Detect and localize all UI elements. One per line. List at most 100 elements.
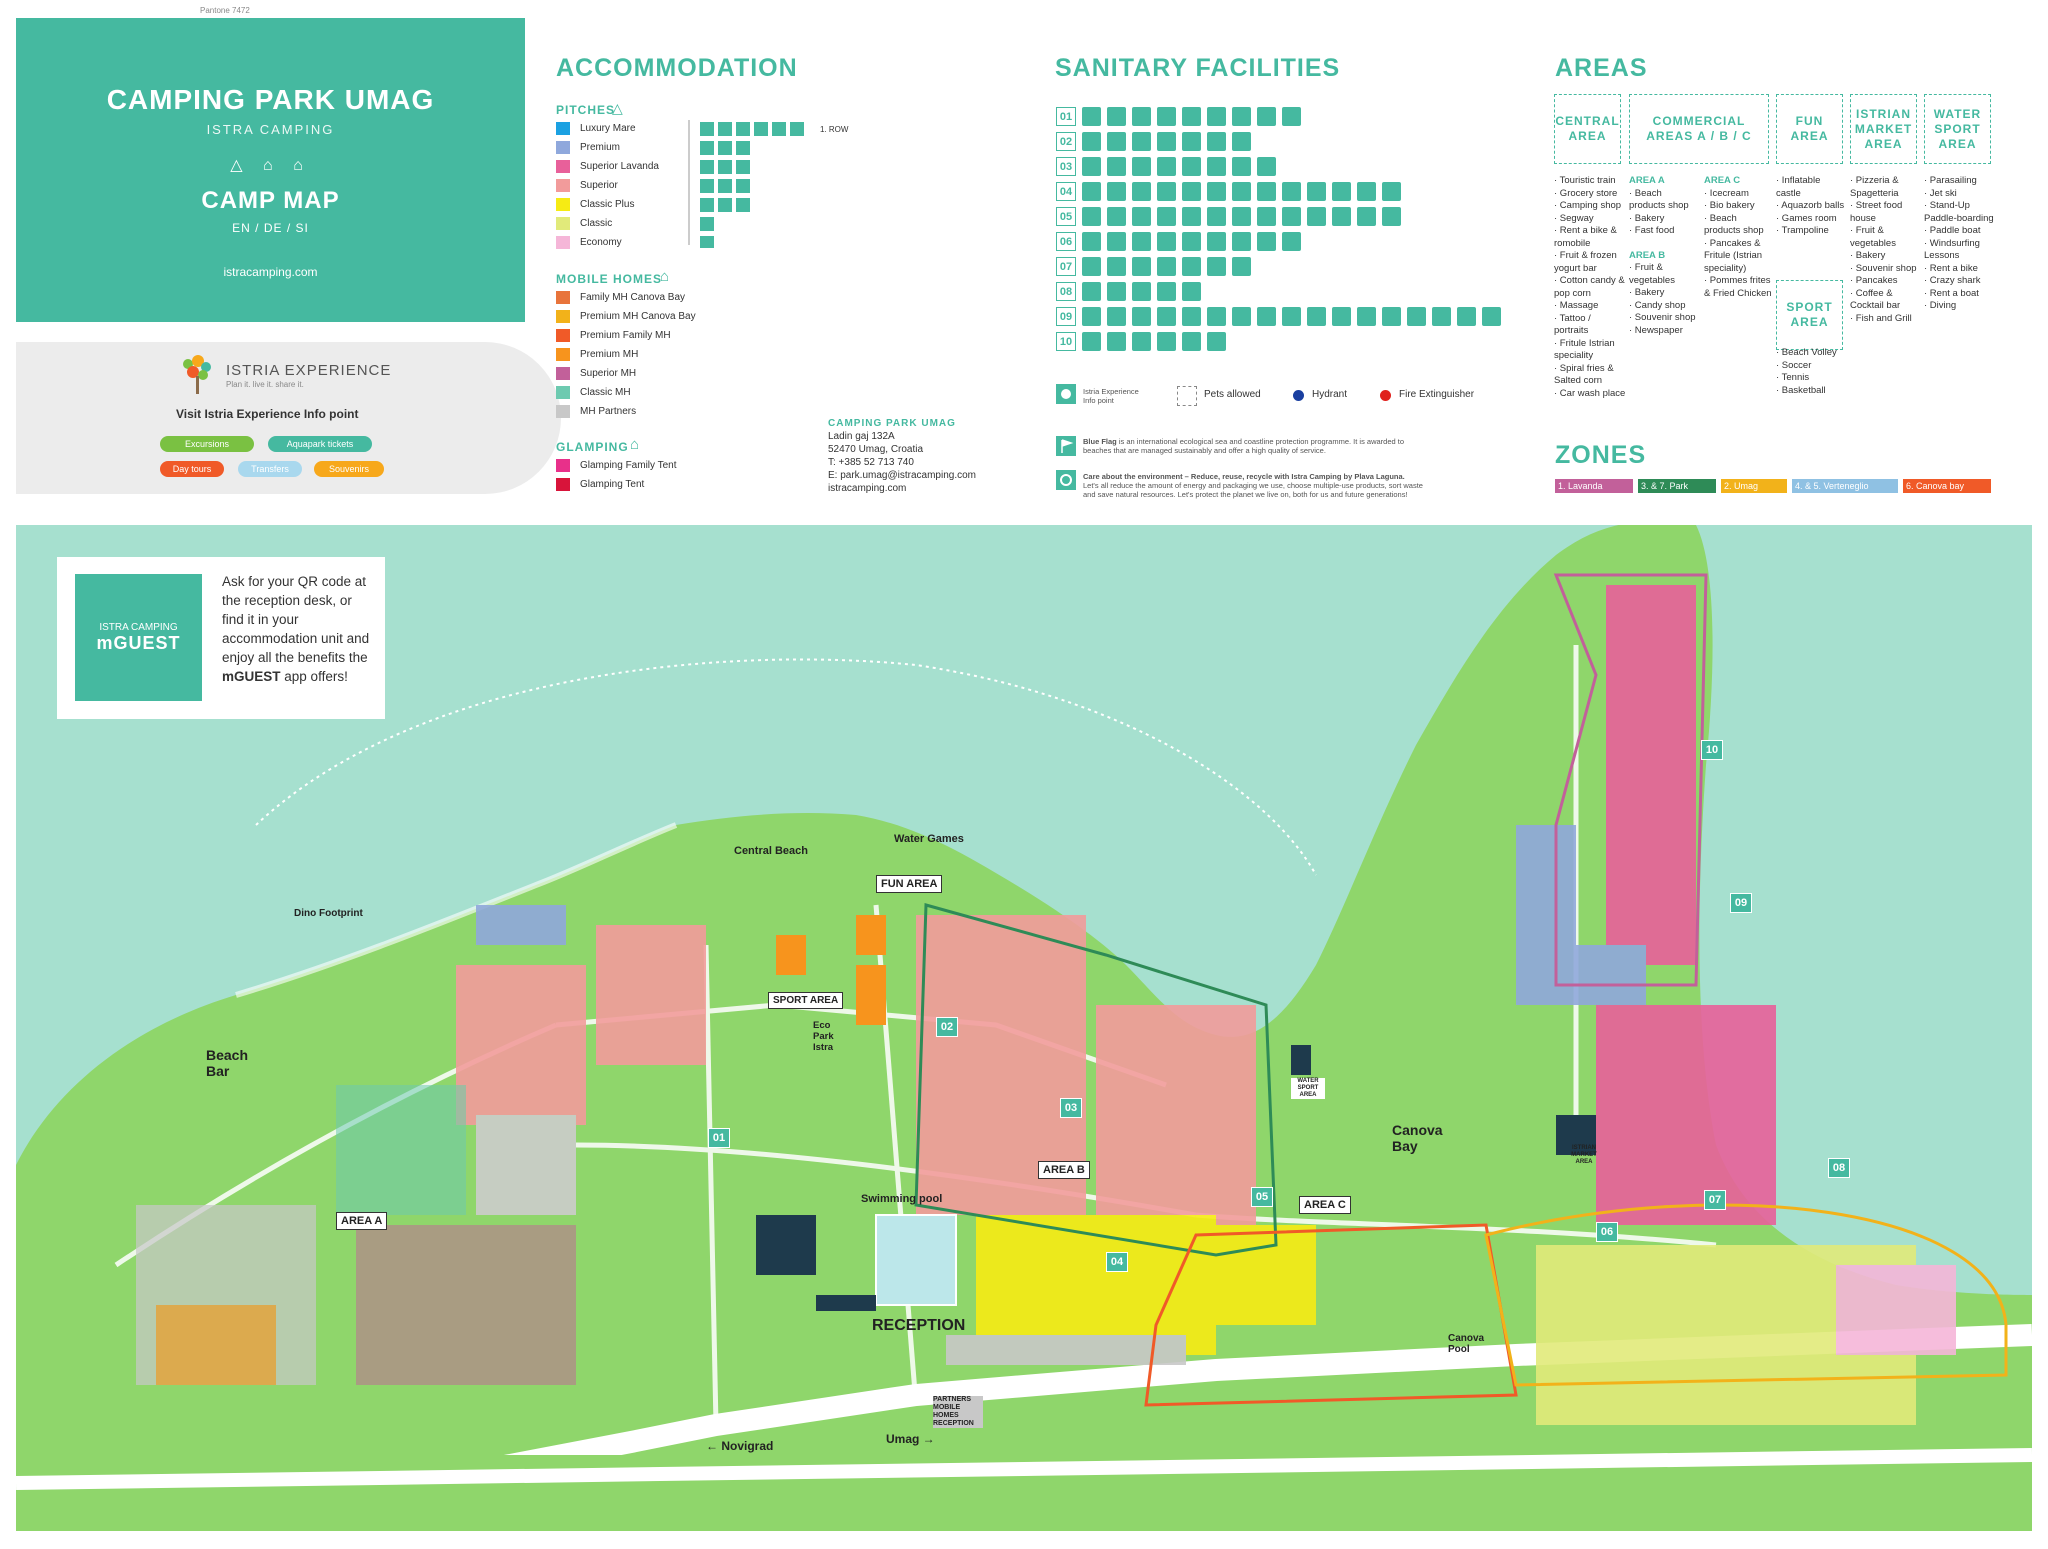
zone-umag: 2. Umag <box>1721 479 1787 493</box>
facility-icon <box>1357 181 1376 201</box>
sanitary-number[interactable]: 01 <box>1056 106 1076 126</box>
facility-icon <box>1182 281 1201 301</box>
fun-area-map-label[interactable]: FUN AREA <box>876 875 943 893</box>
area-list-item: · Pizzeria & Spagetteria <box>1850 175 1899 199</box>
beach-bar-label: Beach Bar <box>206 1047 249 1079</box>
facility-icon <box>1157 131 1176 151</box>
sanitary-badge-10[interactable]: 10 <box>1701 740 1723 760</box>
area-list-item: · Crazy shark <box>1924 275 1981 286</box>
mguest-text-end: app offers! <box>284 669 348 684</box>
facility-icon <box>1207 106 1226 126</box>
facility-icon <box>1432 306 1451 326</box>
area-list-item: · Icecream <box>1704 187 1749 199</box>
fun-area-box: FUN AREA <box>1776 94 1843 164</box>
area-list-item: · Grocery store <box>1554 187 1618 199</box>
sport-area-map-label[interactable]: SPORT AREA <box>768 992 844 1009</box>
info-point-icon <box>1056 384 1076 404</box>
swatch <box>556 329 570 342</box>
facility-icon <box>1407 306 1426 326</box>
sanitary-badge-04[interactable]: 04 <box>1106 1252 1128 1272</box>
fun-area-list: · Inflatable castle· Aquazorb balls· Gam… <box>1776 175 1846 238</box>
facility-icon <box>1107 206 1126 226</box>
sanitary-number[interactable]: 09 <box>1056 306 1076 326</box>
mguest-text-bold: mGUEST <box>222 669 281 684</box>
swimming-pool-label: Swimming pool <box>861 1193 943 1205</box>
sanitary-number[interactable]: 07 <box>1056 256 1076 276</box>
area-b-map-label[interactable]: AREA B <box>1038 1161 1090 1179</box>
sanitary-number[interactable]: 03 <box>1056 156 1076 176</box>
area-list-item: · Fruit & vegetables <box>1850 225 1896 249</box>
facility-icon <box>1157 206 1176 226</box>
recycle-icon <box>1056 470 1076 490</box>
area-a-map-label[interactable]: AREA A <box>336 1212 388 1230</box>
legend-item: Premium MH <box>556 345 696 364</box>
legend-item: MH Partners <box>556 402 696 421</box>
hydrant-legend: Hydrant <box>1312 389 1348 400</box>
legend-label: Economy <box>580 237 622 248</box>
sanitary-number[interactable]: 05 <box>1056 206 1076 226</box>
area-list-item: · Pancakes & Fritule (Istrian speciality… <box>1704 237 1763 274</box>
sanitary-badge-05[interactable]: 05 <box>1251 1187 1273 1207</box>
sanitary-number[interactable]: 02 <box>1056 131 1076 151</box>
area-list-item: · Bakery <box>1629 287 1665 298</box>
sanitary-row: 07 <box>1056 256 1251 276</box>
legend-item: Family MH Canova Bay <box>556 288 696 307</box>
hydrant-dot <box>1293 390 1304 401</box>
pitch-amenity-icons <box>700 122 804 248</box>
facility-icon <box>1457 306 1476 326</box>
sanitary-badge-01[interactable]: 01 <box>708 1128 730 1148</box>
legend-item: Superior MH <box>556 364 696 383</box>
pill-aquapark-tickets[interactable]: Aquapark tickets <box>268 436 372 452</box>
map-label: CAMP MAP <box>201 187 340 214</box>
pill-transfers[interactable]: Transfers <box>238 461 302 477</box>
sanitary-badge-03[interactable]: 03 <box>1060 1098 1082 1118</box>
umag-direction[interactable]: Umag → <box>886 1432 935 1446</box>
legend-item: Economy <box>556 233 659 252</box>
zone-verteneglio: 4. & 5. Verteneglio <box>1792 479 1898 493</box>
facility-icon <box>1332 181 1351 201</box>
area-c-map-label[interactable]: AREA C <box>1299 1196 1351 1214</box>
zone-outline-umag <box>1484 1203 2008 1387</box>
mobile-homes-legend: Family MH Canova Bay Premium MH Canova B… <box>556 288 696 421</box>
accommodation-type-icons: △ ⌂ ⌂ <box>230 157 311 174</box>
facility-icon <box>1157 331 1176 351</box>
legend-label: Luxury Mare <box>580 123 636 134</box>
sanitary-number[interactable]: 04 <box>1056 181 1076 201</box>
sanitary-number[interactable]: 10 <box>1056 331 1076 351</box>
facility-icon <box>1232 131 1251 151</box>
facility-icon <box>1082 281 1101 301</box>
sanitary-badge-07[interactable]: 07 <box>1704 1190 1726 1210</box>
language-switch[interactable]: EN / DE / SI <box>232 221 309 235</box>
row-label: 1. ROW <box>820 125 849 134</box>
facility-icon <box>1357 206 1376 226</box>
pill-souvenirs[interactable]: Souvenirs <box>314 461 384 477</box>
pill-excursions[interactable]: Excursions <box>160 436 254 452</box>
sanitary-number[interactable]: 06 <box>1056 231 1076 251</box>
pitch-blocks <box>136 585 1956 1425</box>
area-list-item: · Camping shop <box>1554 200 1622 211</box>
legend-label: Superior Lavanda <box>580 161 659 172</box>
facility-icon <box>1082 306 1101 326</box>
area-list-item: · Aquazorb balls <box>1776 200 1845 211</box>
area-list-item: · Stand-Up Paddle-boarding <box>1924 200 1994 224</box>
facility-icon <box>1232 306 1251 326</box>
website-link[interactable]: istracamping.com <box>223 265 318 279</box>
sanitary-badge-06[interactable]: 06 <box>1596 1222 1618 1242</box>
sanitary-badge-02[interactable]: 02 <box>936 1017 958 1037</box>
facility-icon <box>1232 156 1251 176</box>
contact-email[interactable]: E: park.umag@istracamping.com <box>828 470 976 481</box>
sanitary-number[interactable]: 08 <box>1056 281 1076 301</box>
contact-phone[interactable]: T: +385 52 713 740 <box>828 457 914 468</box>
novigrad-direction[interactable]: ← Novigrad <box>706 1439 774 1453</box>
facility-icon <box>1307 306 1326 326</box>
sanitary-badge-08[interactable]: 08 <box>1828 1158 1850 1178</box>
area-list-item: · Soccer <box>1776 359 1812 371</box>
facility-icon <box>1107 106 1126 126</box>
facility-icon <box>1107 156 1126 176</box>
contact-website[interactable]: istracamping.com <box>828 483 907 494</box>
sanitary-badge-09[interactable]: 09 <box>1730 893 1752 913</box>
pill-day-tours[interactable]: Day tours <box>160 461 224 477</box>
central-beach-label: Central Beach <box>734 845 808 857</box>
area-list-item: · Paddle boat <box>1924 225 1981 236</box>
camp-title: CAMPING PARK UMAG <box>106 84 435 115</box>
